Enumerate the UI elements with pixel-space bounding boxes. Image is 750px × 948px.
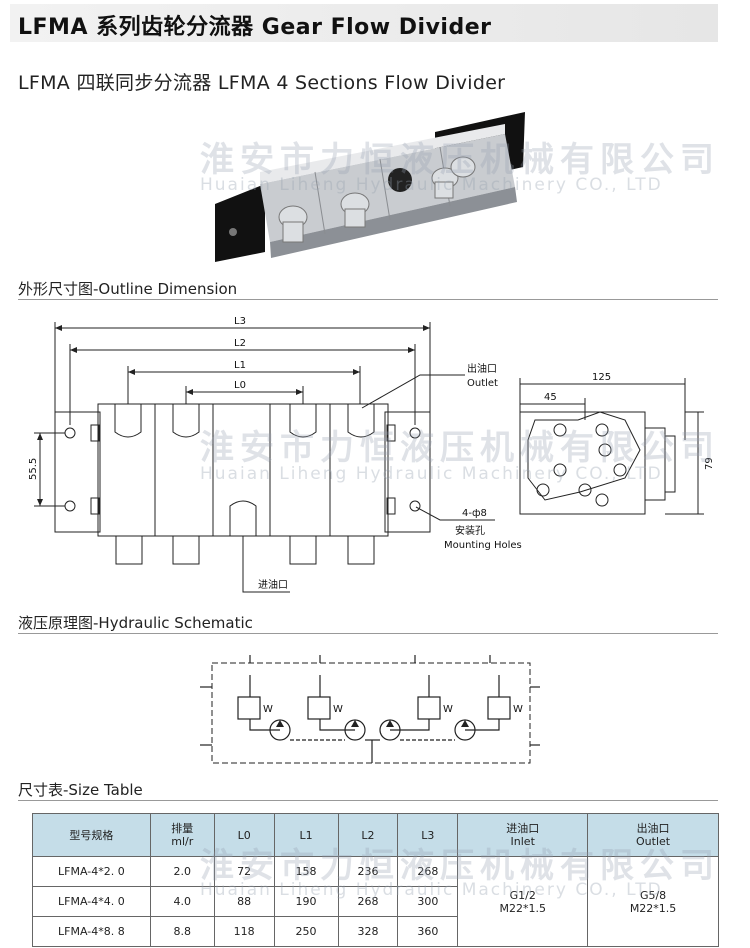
cell-L0: 72 [213, 856, 275, 887]
dim-L0: L0 [234, 380, 246, 391]
cell-L3: 300 [397, 886, 459, 917]
outlet-label-cn: 出油口 [467, 362, 497, 375]
side-45: 45 [544, 392, 557, 403]
outline-section-title: 外形尺寸图-Outline Dimension [18, 280, 238, 298]
dim-L1: L1 [234, 360, 246, 371]
page-title: LFMA 系列齿轮分流器 Gear Flow Divider [18, 15, 492, 40]
cell-L0: 118 [213, 916, 275, 947]
header-L0: L0 [213, 813, 275, 857]
cell-L3: 360 [397, 916, 459, 947]
header-L2: L2 [337, 813, 399, 857]
dim-L3: L3 [234, 316, 246, 327]
cell-model: LFMA-4*2. 0 [32, 856, 151, 887]
cell-L1: 250 [273, 916, 339, 947]
cell-model: LFMA-4*8. 8 [32, 916, 151, 947]
size-table-section-title: 尺寸表-Size Table [18, 781, 143, 799]
product-subtitle: LFMA 四联同步分流器 LFMA 4 Sections Flow Divide… [18, 72, 506, 94]
watermark-cn: 淮安市力恒液压机械有限公司 [200, 846, 720, 886]
cell-model: LFMA-4*4. 0 [32, 886, 151, 917]
watermark-en: Huaian Liheng Hydraulic Machinery CO., L… [200, 464, 663, 484]
holes-label-en: Mounting Holes [444, 540, 522, 551]
watermark-en: Huaian Liheng Hydraulic Machinery CO., L… [200, 175, 663, 195]
inlet-label-cn: 进油口 [258, 578, 288, 591]
cell-L2: 268 [337, 886, 399, 917]
valve-mark: W [263, 704, 273, 715]
dim-L2: L2 [234, 338, 246, 349]
section-divider [18, 633, 718, 634]
hydraulic-schematic: W W W W [200, 655, 540, 764]
side-height: 79 [704, 457, 715, 470]
outlet-label-en: Outlet [467, 378, 498, 389]
cell-L2: 236 [337, 856, 399, 887]
side-width: 125 [592, 372, 611, 383]
cell-displacement: 4.0 [149, 886, 215, 917]
outline-drawing: L3 L2 L1 L0 55.5 出油口 Outlet 4-ф8 安装孔 Mou… [28, 316, 715, 593]
dim-height: 55.5 [28, 458, 39, 480]
watermark-cn: 淮安市力恒液压机械有限公司 [200, 428, 720, 468]
header-model: 型号规格 [32, 813, 151, 857]
valve-mark: W [443, 704, 453, 715]
header-L3: L3 [397, 813, 459, 857]
watermark-cn: 淮安市力恒液压机械有限公司 [200, 140, 720, 180]
product-photo [215, 112, 525, 262]
valve-mark: W [333, 704, 343, 715]
cell-L3: 268 [397, 856, 459, 887]
cell-L0: 88 [213, 886, 275, 917]
title-banner [10, 4, 718, 42]
cell-L2: 328 [337, 916, 399, 947]
holes-label-cn: 安装孔 [455, 524, 485, 537]
header-L1: L1 [273, 813, 339, 857]
holes-spec: 4-ф8 [462, 508, 487, 519]
watermark-en: Huaian Liheng Hydraulic Machinery CO., L… [200, 880, 663, 900]
cell-displacement: 8.8 [149, 916, 215, 947]
valve-mark: W [513, 704, 523, 715]
schematic-section-title: 液压原理图-Hydraulic Schematic [18, 614, 253, 632]
table-row: LFMA-4*8. 8 8.8 118 250 328 360 [32, 916, 719, 947]
section-divider [18, 800, 718, 801]
section-divider [18, 299, 718, 300]
